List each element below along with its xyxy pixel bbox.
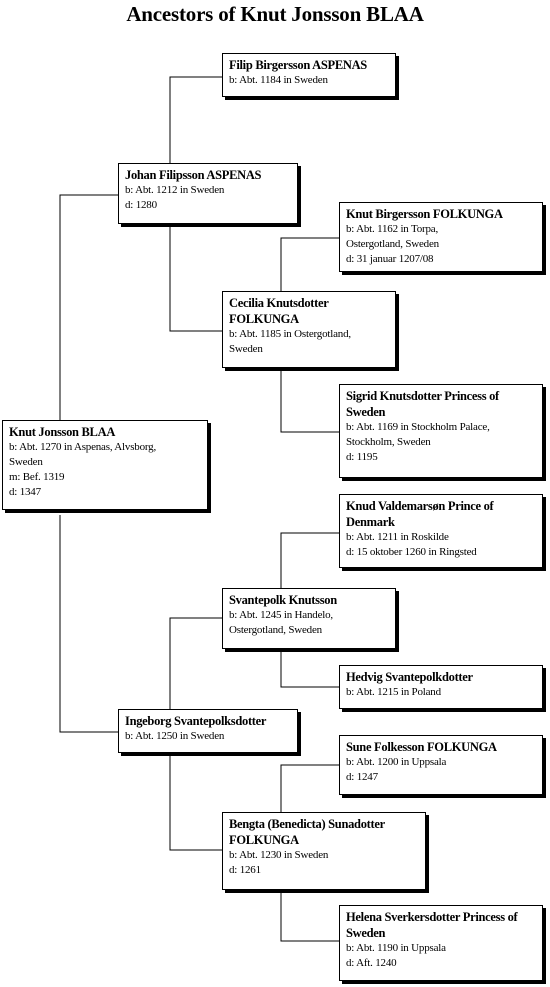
person-name: Hedvig Svantepolkdotter	[346, 670, 473, 684]
person-death: d: 15 oktober 1260 in Ringsted	[346, 546, 477, 558]
connector-knut-birgersson	[280, 237, 339, 291]
person-birth: b: Abt. 1169 in Stockholm Palace,	[346, 421, 490, 433]
person-name: Johan Filipsson ASPENAS	[125, 168, 262, 182]
person-birth-place: Ostergotland, Sweden	[229, 624, 322, 636]
person-birth: b: Abt. 1245 in Handelo,	[229, 609, 333, 621]
person-birth: b: Abt. 1215 in Poland	[346, 686, 441, 698]
connector-bengta	[169, 756, 222, 851]
person-birth-place: Sweden	[229, 343, 263, 355]
person-birth-place: Sweden	[9, 456, 43, 468]
person-death: d: 31 januar 1207/08	[346, 253, 434, 265]
person-name: Knut Jonsson BLAA	[9, 425, 116, 439]
person-marriage: m: Bef. 1319	[9, 471, 65, 483]
person-name: Filip Birgersson ASPENAS	[229, 58, 367, 72]
person-box-knut-birgersson[interactable]: Knut Birgersson FOLKUNGA b: Abt. 1162 in…	[339, 202, 543, 272]
person-box-sigrid-knutsdotter[interactable]: Sigrid Knutsdotter Princess of Sweden b:…	[339, 384, 543, 478]
person-box-helena-sverkersdotter[interactable]: Helena Sverkersdotter Princess of Sweden…	[339, 905, 543, 981]
connector-filip	[169, 76, 222, 163]
connector-sigrid	[280, 371, 339, 433]
connector-ingeborg	[59, 515, 118, 733]
connector-hedvig	[280, 652, 339, 688]
person-box-sune-folkesson[interactable]: Sune Folkesson FOLKUNGA b: Abt. 1200 in …	[339, 735, 543, 795]
person-box-svantepolk-knutsson[interactable]: Svantepolk Knutsson b: Abt. 1245 in Hand…	[222, 588, 396, 649]
person-birth: b: Abt. 1250 in Sweden	[125, 730, 225, 742]
person-death: d: Aft. 1240	[346, 957, 397, 969]
person-box-bengta-sunadotter[interactable]: Bengta (Benedicta) Sunadotter FOLKUNGA b…	[222, 812, 426, 890]
connector-cecilia	[169, 227, 222, 332]
person-box-knut-jonsson[interactable]: Knut Jonsson BLAA b: Abt. 1270 in Aspena…	[2, 420, 208, 510]
person-birth: b: Abt. 1270 in Aspenas, Alvsborg,	[9, 441, 157, 453]
person-birth: b: Abt. 1230 in Sweden	[229, 849, 329, 861]
person-name: Helena Sverkersdotter Princess of Sweden	[346, 910, 518, 940]
connector-svantepolk	[169, 617, 222, 709]
person-death: d: 1195	[346, 451, 378, 463]
person-birth: b: Abt. 1200 in Uppsala	[346, 756, 447, 768]
person-name: Svantepolk Knutsson	[229, 593, 337, 607]
person-birth: b: Abt. 1211 in Roskilde	[346, 531, 449, 543]
person-name: Bengta (Benedicta) Sunadotter FOLKUNGA	[229, 817, 385, 847]
person-box-hedvig-svantepolkdotter[interactable]: Hedvig Svantepolkdotter b: Abt. 1215 in …	[339, 665, 543, 709]
connector-sune	[280, 764, 339, 812]
person-name: Cecilia Knutsdotter FOLKUNGA	[229, 296, 329, 326]
person-birth: b: Abt. 1190 in Uppsala	[346, 942, 446, 954]
person-box-ingeborg-svantepolksdotter[interactable]: Ingeborg Svantepolksdotter b: Abt. 1250 …	[118, 709, 298, 753]
person-name: Knud Valdemarsøn Prince of Denmark	[346, 499, 494, 529]
person-birth-place: Stockholm, Sweden	[346, 436, 431, 448]
person-birth: b: Abt. 1162 in Torpa,	[346, 223, 438, 235]
person-box-knud-valdemarson[interactable]: Knud Valdemarsøn Prince of Denmark b: Ab…	[339, 494, 543, 568]
connector-johan	[59, 194, 118, 420]
person-death: d: 1280	[125, 199, 157, 211]
connector-knud	[280, 532, 339, 588]
person-birth: b: Abt. 1185 in Ostergotland,	[229, 328, 351, 340]
person-birth: b: Abt. 1212 in Sweden	[125, 184, 225, 196]
person-box-johan-filipsson[interactable]: Johan Filipsson ASPENAS b: Abt. 1212 in …	[118, 163, 298, 224]
person-name: Knut Birgersson FOLKUNGA	[346, 207, 503, 221]
person-box-filip-birgersson[interactable]: Filip Birgersson ASPENAS b: Abt. 1184 in…	[222, 53, 396, 97]
person-name: Ingeborg Svantepolksdotter	[125, 714, 267, 728]
person-death: d: 1247	[346, 771, 378, 783]
person-name: Sune Folkesson FOLKUNGA	[346, 740, 497, 754]
person-name: Sigrid Knutsdotter Princess of Sweden	[346, 389, 499, 419]
connector-helena	[280, 893, 339, 942]
person-birth-place: Ostergotland, Sweden	[346, 238, 439, 250]
chart-title: Ancestors of Knut Jonsson BLAA	[126, 2, 424, 26]
person-death: d: 1347	[9, 486, 41, 498]
person-death: d: 1261	[229, 864, 261, 876]
person-birth: b: Abt. 1184 in Sweden	[229, 74, 328, 86]
person-box-cecilia-knutsdotter[interactable]: Cecilia Knutsdotter FOLKUNGA b: Abt. 118…	[222, 291, 396, 368]
